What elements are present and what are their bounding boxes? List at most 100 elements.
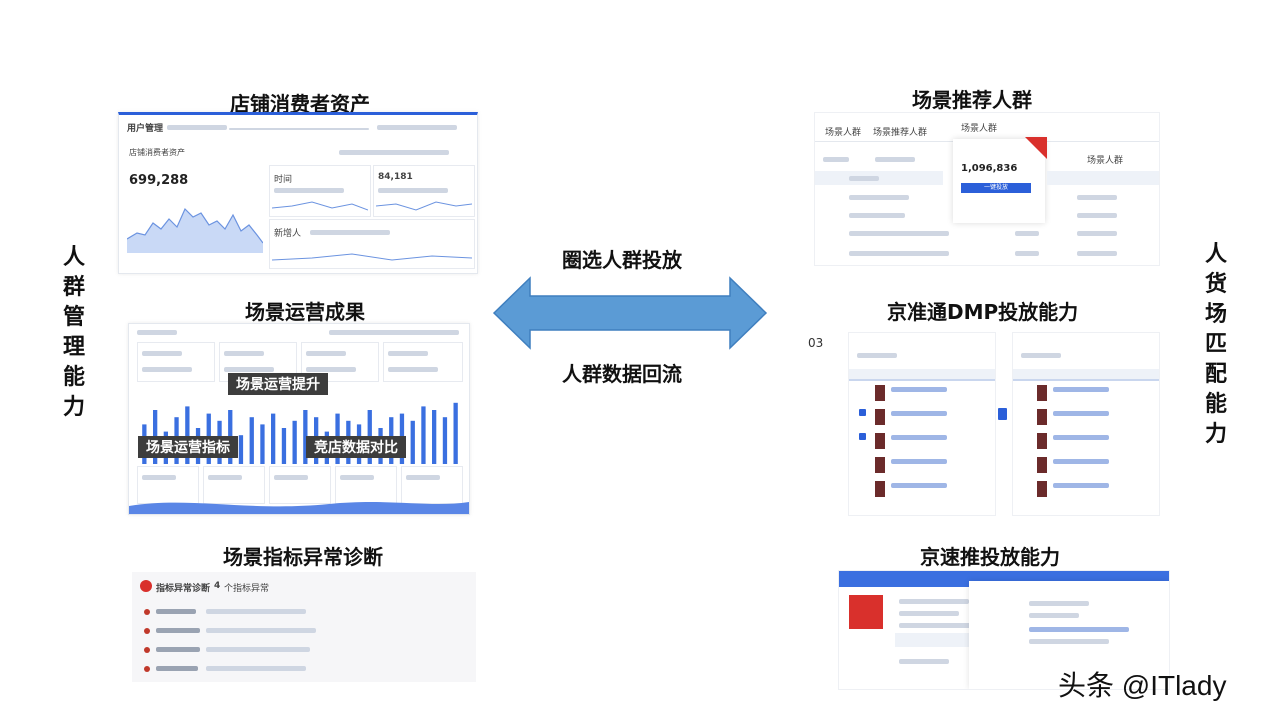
ops-bar [432, 410, 437, 464]
stat-label: 新增人 [274, 229, 302, 239]
right-vertical-label: 人 货 场 匹 配 能 力 [1203, 240, 1229, 450]
ops-bar [410, 420, 415, 464]
bullet [144, 609, 150, 615]
ops-bar [185, 406, 190, 464]
placeholder-text [1053, 387, 1109, 392]
placeholder-text [1053, 483, 1109, 488]
store-assets-panel: 用户管理 店铺消费者资产 699,288 时间 84,181 新增人 [118, 112, 478, 274]
transfer-icon[interactable] [998, 408, 1007, 420]
char: 群 [62, 275, 85, 300]
placeholder-text [206, 666, 306, 671]
input-box[interactable] [895, 633, 969, 647]
left-vertical-label: 人 群 管 理 能 力 [61, 243, 87, 423]
watermark: 头条 @ITlady [1058, 670, 1227, 701]
bullet [144, 647, 150, 653]
placeholder-text [156, 647, 200, 652]
placeholder-text [1053, 459, 1109, 464]
char: 配 [1204, 362, 1227, 387]
placeholder-text [849, 213, 905, 218]
placeholder-text [1029, 601, 1089, 606]
placeholder-text [1077, 231, 1117, 236]
placeholder-text [167, 125, 227, 130]
table-header [1047, 171, 1159, 185]
jst-panel [838, 570, 1170, 690]
list-header [1013, 369, 1159, 381]
dmp-right-list [1012, 332, 1160, 516]
placeholder-text [339, 150, 449, 155]
table-header [815, 171, 943, 185]
alert-icon [140, 580, 152, 592]
product-thumb [1037, 481, 1047, 497]
metric-card [269, 466, 331, 504]
stat-card: 新增人 [269, 219, 475, 269]
ops-bar [421, 406, 426, 464]
scene-recommend-panel: 场景人群 场景推荐人群 场景人群 1,096,836 一键投放 场景人群 [814, 112, 1160, 266]
stat-card: 84,181 [373, 165, 475, 217]
placeholder-text [1021, 353, 1061, 358]
ops-bar [292, 420, 297, 464]
big-number: 699,288 [129, 173, 189, 188]
ops-bar [453, 402, 458, 464]
recommend-number: 1,096,836 [961, 163, 1018, 174]
placeholder-text [899, 599, 969, 604]
tab[interactable]: 场景推荐人群 [873, 128, 928, 138]
panel-header: 用户管理 [127, 124, 164, 134]
panel-subheader: 店铺消费者资产 [129, 148, 185, 157]
ops-bar [303, 410, 308, 464]
placeholder-text [206, 628, 316, 633]
placeholder-text [891, 483, 947, 488]
placeholder-text [899, 623, 979, 628]
ops-bar [238, 435, 244, 464]
placeholder-text [891, 411, 947, 416]
overlay-label: 竞店数据对比 [306, 436, 406, 458]
char: 管 [62, 305, 85, 330]
overlay-label: 场景运营提升 [228, 373, 328, 395]
diag-header: 指标异常诊断 [156, 584, 211, 594]
placeholder-text [1029, 613, 1079, 618]
tab[interactable]: 场景人群 [961, 124, 998, 134]
char: 人 [1204, 242, 1227, 267]
title-jst: 京速推投放能力 [920, 545, 1060, 569]
placeholder-text [1053, 435, 1109, 440]
placeholder-text [137, 330, 177, 335]
bullet [144, 628, 150, 634]
product-image [849, 595, 883, 629]
checkbox-icon[interactable] [859, 433, 866, 440]
char: 场 [1204, 302, 1227, 327]
placeholder-text [329, 330, 459, 335]
dmp-label: 03 [808, 336, 824, 350]
char: 力 [62, 395, 85, 420]
title-scene-diag: 场景指标异常诊断 [223, 545, 383, 569]
checkbox-icon[interactable] [859, 409, 866, 416]
product-thumb [875, 385, 885, 401]
dmp-left-list [848, 332, 996, 516]
placeholder-text [1015, 251, 1039, 256]
product-thumb [1037, 409, 1047, 425]
placeholder-text [891, 387, 947, 392]
deploy-button[interactable]: 一键投放 [961, 183, 1031, 193]
area-chart [127, 207, 263, 253]
tab[interactable]: 场景人群 [825, 128, 862, 138]
arrow-top-label: 圈选人群投放 [562, 248, 682, 272]
stat-card: 时间 [269, 165, 371, 217]
title-jzt-dmp: 京准通DMP投放能力 [887, 300, 1079, 324]
placeholder-text [206, 647, 310, 652]
placeholder-text [310, 230, 390, 235]
placeholder-text [875, 157, 915, 162]
ops-bar [260, 424, 265, 464]
column-label: 场景人群 [1087, 156, 1124, 166]
placeholder-text [899, 659, 949, 664]
double-arrow [492, 276, 768, 350]
bottom-wave [129, 502, 469, 514]
list-header [849, 369, 995, 381]
placeholder-text [1077, 213, 1117, 218]
product-thumb [1037, 385, 1047, 401]
placeholder-text [857, 353, 897, 358]
placeholder-text [849, 195, 909, 200]
product-thumb [1037, 457, 1047, 473]
arrow-bottom-label: 人群数据回流 [562, 362, 682, 386]
placeholder-text [1077, 251, 1117, 256]
placeholder-text [891, 459, 947, 464]
placeholder-text [156, 666, 198, 671]
placeholder-text [899, 611, 959, 616]
